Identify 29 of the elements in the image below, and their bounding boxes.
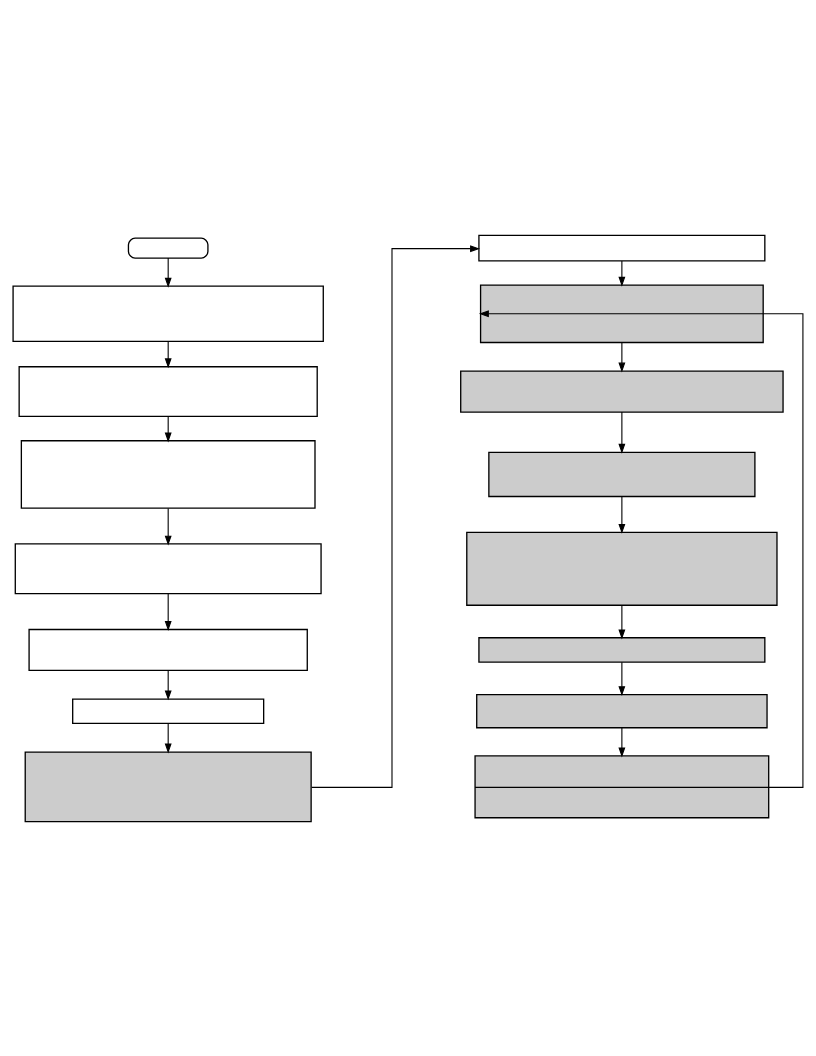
arrow bbox=[618, 604, 626, 639]
node-box bbox=[72, 697, 265, 724]
node-box bbox=[466, 531, 778, 606]
node-box bbox=[488, 451, 756, 497]
node-box bbox=[14, 542, 322, 594]
node-box bbox=[24, 750, 312, 822]
node-box bbox=[478, 636, 766, 663]
arrow bbox=[164, 722, 172, 753]
node-box bbox=[127, 237, 209, 259]
arrow bbox=[618, 341, 626, 373]
arrow bbox=[618, 411, 626, 454]
node-box bbox=[20, 439, 316, 509]
arrow bbox=[164, 507, 172, 546]
arrow bbox=[474, 309, 804, 788]
arrow bbox=[164, 257, 172, 288]
node-box bbox=[478, 234, 766, 261]
arrow bbox=[618, 495, 626, 534]
arrow bbox=[618, 260, 626, 287]
arrow bbox=[618, 661, 626, 696]
arrow bbox=[618, 726, 626, 757]
arrow bbox=[164, 592, 172, 631]
node-box bbox=[476, 693, 768, 728]
node-box bbox=[28, 628, 308, 671]
arrow bbox=[164, 669, 172, 700]
node-box bbox=[474, 754, 770, 818]
arrow bbox=[311, 244, 481, 788]
node-box bbox=[18, 365, 318, 417]
node-box bbox=[12, 285, 324, 342]
node-box bbox=[460, 370, 784, 413]
